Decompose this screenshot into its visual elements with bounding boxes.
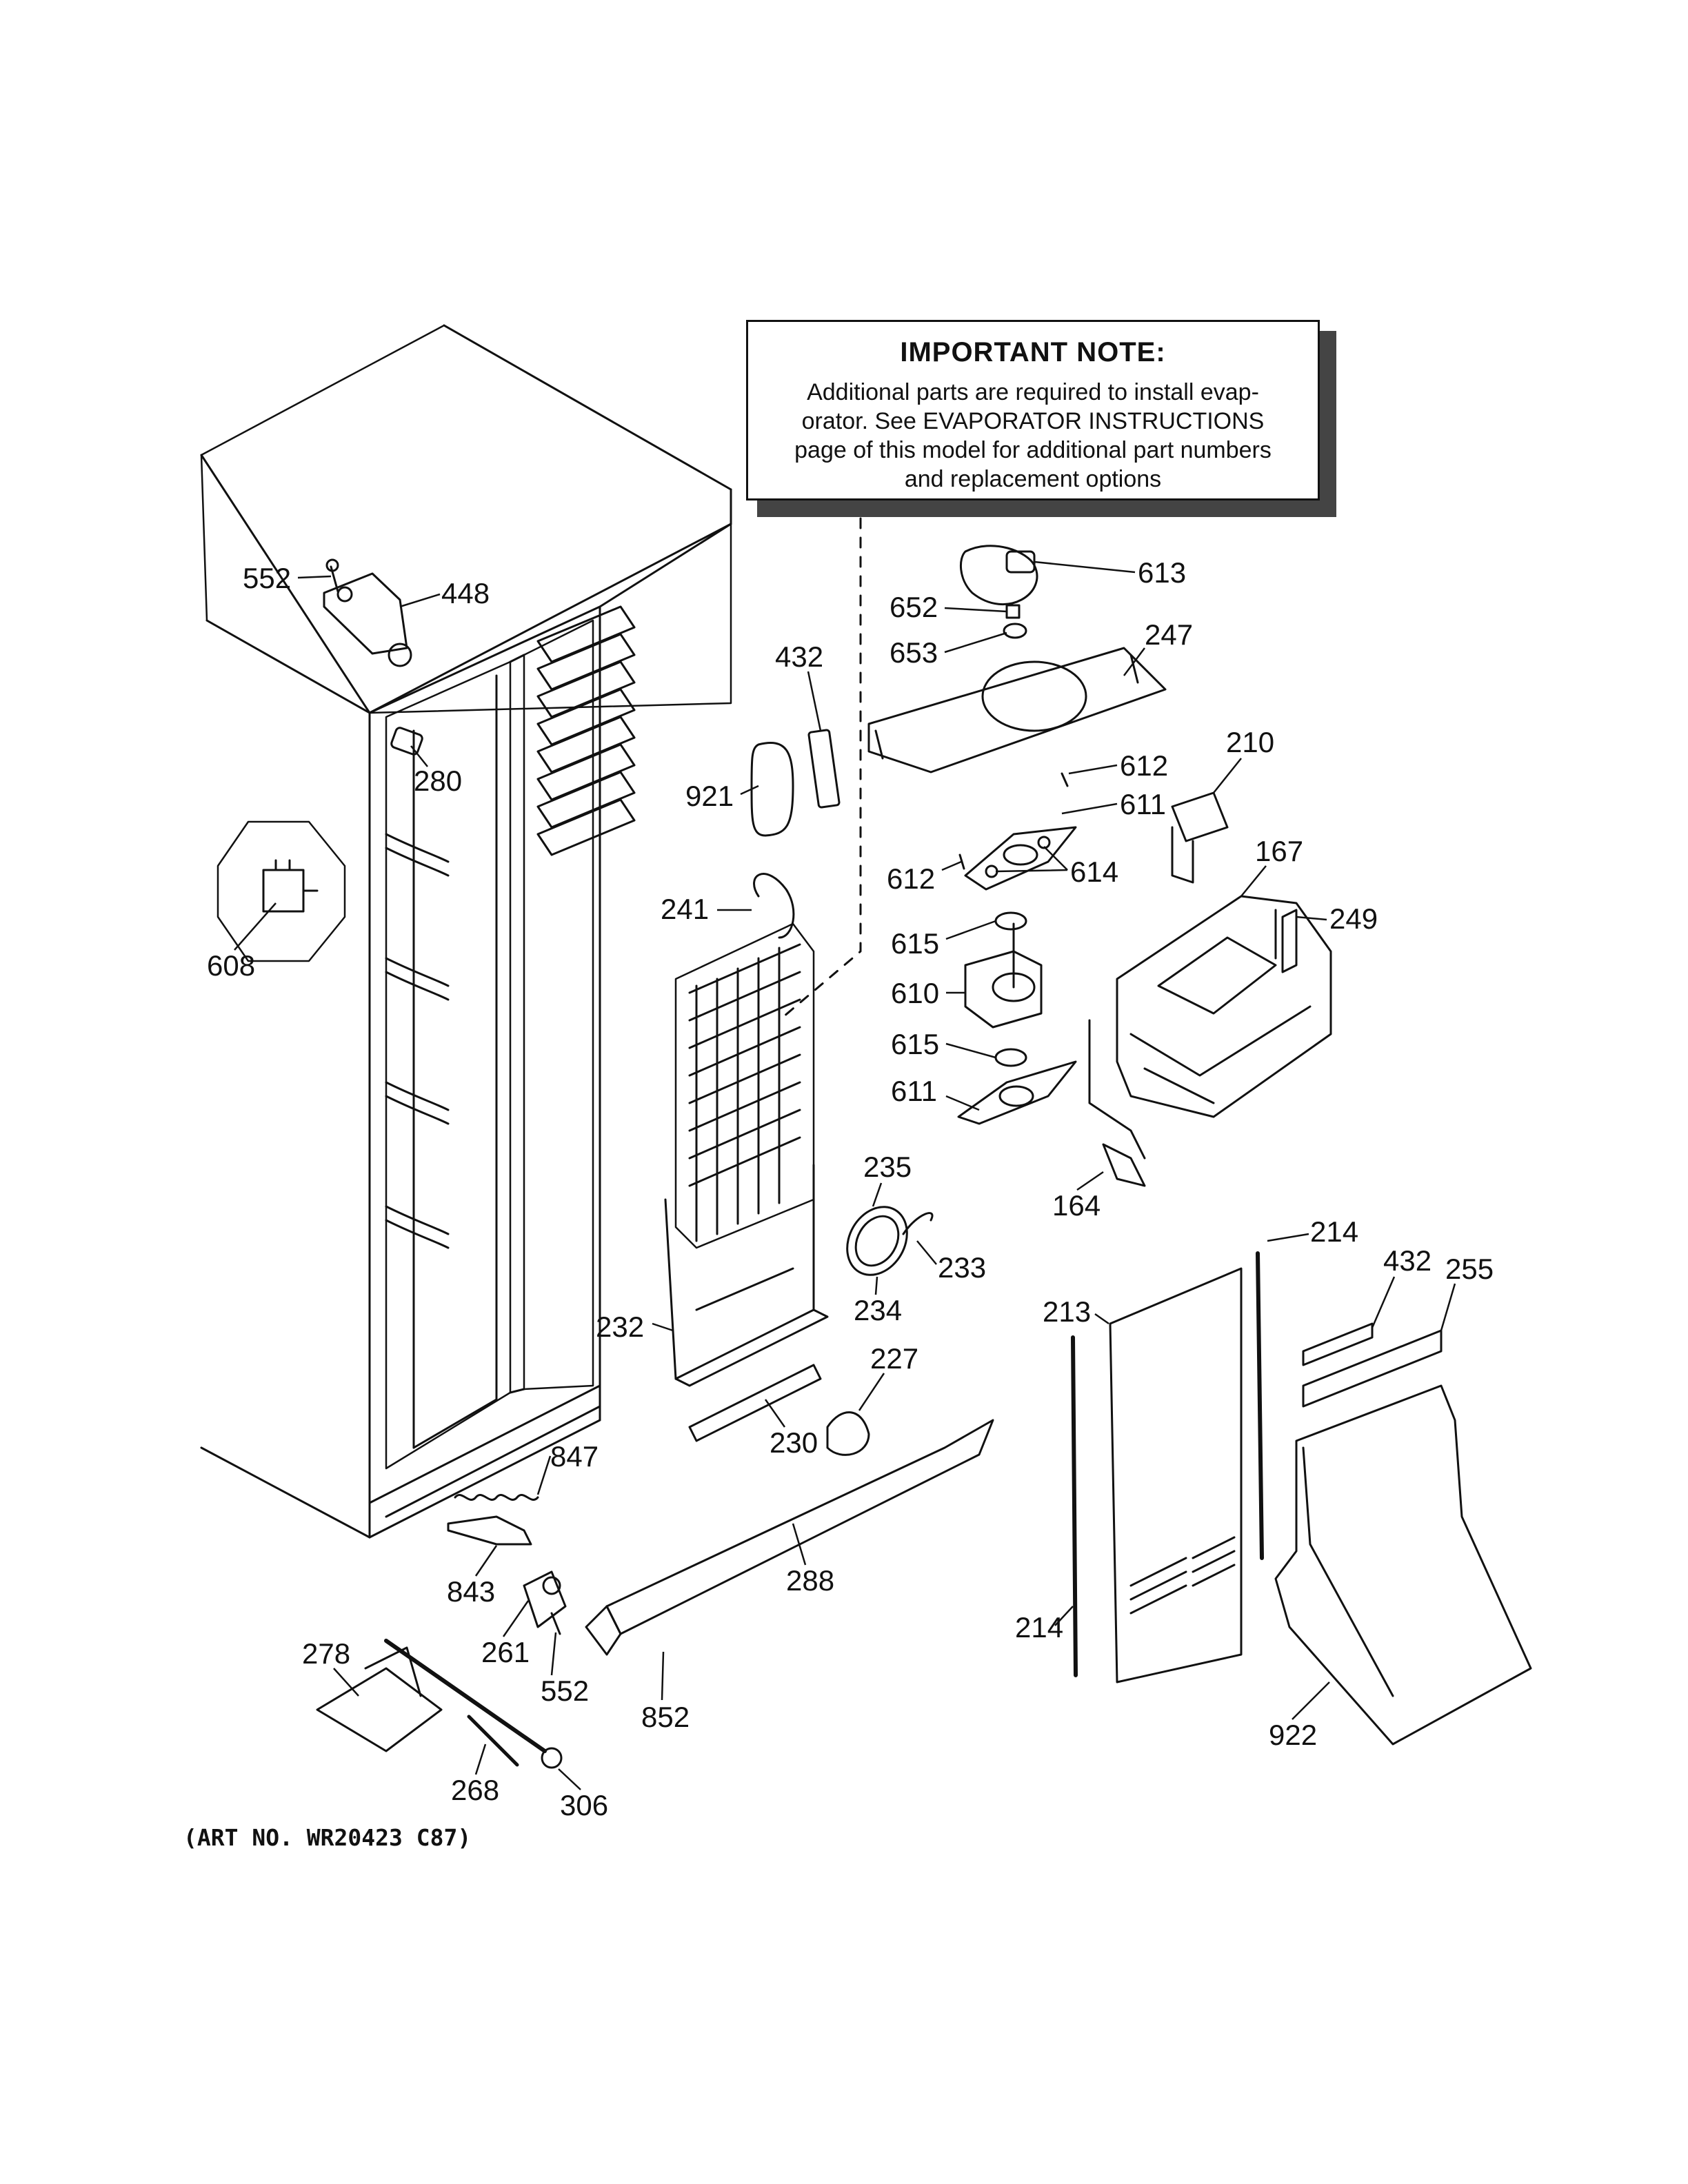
callout-615: 615 <box>891 1028 940 1060</box>
callout-612: 612 <box>1120 749 1169 782</box>
callout-608: 608 <box>207 949 256 982</box>
note-title: IMPORTANT NOTE: <box>900 337 1166 367</box>
callout-233: 233 <box>938 1251 987 1284</box>
callout-164: 164 <box>1052 1189 1101 1222</box>
callout-432: 432 <box>775 640 824 673</box>
callout-214: 214 <box>1015 1611 1064 1644</box>
note-line: Additional parts are required to install… <box>807 379 1259 405</box>
callout-611: 611 <box>891 1075 937 1107</box>
callout-611: 611 <box>1120 788 1166 820</box>
callout-847: 847 <box>550 1440 599 1473</box>
parts-432-921 <box>750 729 841 837</box>
callout-280: 280 <box>414 765 463 797</box>
callout-214: 214 <box>1310 1215 1359 1248</box>
refrigerator-cabinet <box>200 324 732 1539</box>
evaporator-assembly <box>664 873 829 1387</box>
callout-921: 921 <box>685 780 734 812</box>
note-line: orator. See EVAPORATOR INSTRUCTIONS <box>801 408 1265 434</box>
note-line: and replacement options <box>904 466 1162 492</box>
callout-234: 234 <box>854 1294 903 1326</box>
callout-614: 614 <box>1070 856 1119 888</box>
parts-278-268-306 <box>316 1639 563 1769</box>
part-608-inset <box>217 820 346 962</box>
callout-247: 247 <box>1145 618 1194 651</box>
important-note-box: IMPORTANT NOTE: Additional parts are req… <box>746 320 1320 501</box>
parts-847-843-261-552 <box>447 1494 567 1635</box>
callout-613: 613 <box>1138 556 1187 589</box>
callout-448: 448 <box>441 577 490 609</box>
fan-housing <box>1088 791 1332 1187</box>
back-panel-parts <box>1071 1251 1532 1746</box>
parts-230-227-288 <box>585 1364 994 1656</box>
callout-612: 612 <box>887 862 936 895</box>
callout-230: 230 <box>770 1426 818 1459</box>
note-text: Additional parts are required to install… <box>748 378 1318 494</box>
evaporator-guide-line <box>778 517 862 1022</box>
callout-610: 610 <box>891 977 940 1009</box>
callout-652: 652 <box>890 591 938 623</box>
callout-268: 268 <box>451 1774 500 1806</box>
art-number: (ART NO. WR20423 C87) <box>183 1824 472 1851</box>
callout-288: 288 <box>786 1564 835 1597</box>
parts-233-234-235 <box>846 1206 934 1276</box>
callout-241: 241 <box>661 893 710 925</box>
part-448-hinge <box>323 558 412 667</box>
callout-843: 843 <box>447 1575 496 1608</box>
callout-255: 255 <box>1445 1253 1494 1285</box>
callout-278: 278 <box>302 1637 351 1670</box>
callout-227: 227 <box>870 1342 919 1375</box>
callout-261: 261 <box>481 1636 530 1668</box>
callout-653: 653 <box>890 636 938 669</box>
callout-167: 167 <box>1255 835 1304 867</box>
note-line: page of this model for additional part n… <box>794 437 1272 463</box>
callout-922: 922 <box>1269 1719 1318 1751</box>
callout-615: 615 <box>891 927 940 960</box>
callout-249: 249 <box>1329 902 1378 935</box>
callout-552: 552 <box>243 562 292 594</box>
fan-assembly <box>867 545 1167 1125</box>
callout-235: 235 <box>863 1151 912 1183</box>
callout-213: 213 <box>1043 1295 1092 1328</box>
callout-432: 432 <box>1383 1244 1432 1277</box>
callout-232: 232 <box>596 1311 645 1343</box>
callout-552: 552 <box>541 1675 590 1707</box>
callout-210: 210 <box>1226 726 1275 758</box>
callout-852: 852 <box>641 1701 690 1733</box>
callout-306: 306 <box>560 1789 609 1821</box>
